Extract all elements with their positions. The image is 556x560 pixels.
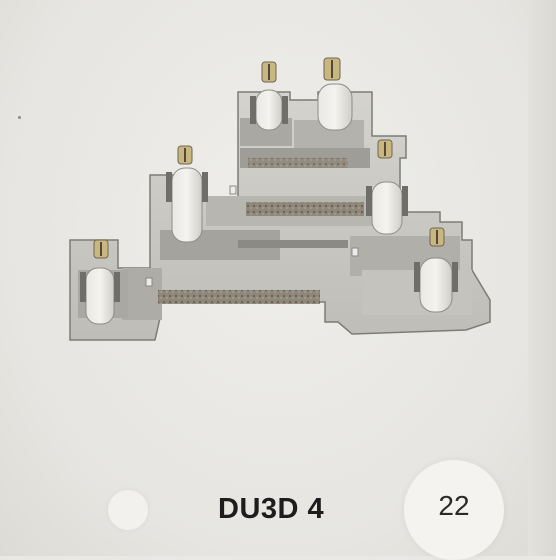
speck-dot — [18, 116, 21, 119]
page-edge — [528, 0, 556, 556]
page-number: 22 — [438, 490, 470, 521]
model-label: DU3D 4 — [218, 493, 325, 525]
page-number-badge: 22 — [404, 460, 504, 560]
decorative-circle — [108, 490, 148, 530]
